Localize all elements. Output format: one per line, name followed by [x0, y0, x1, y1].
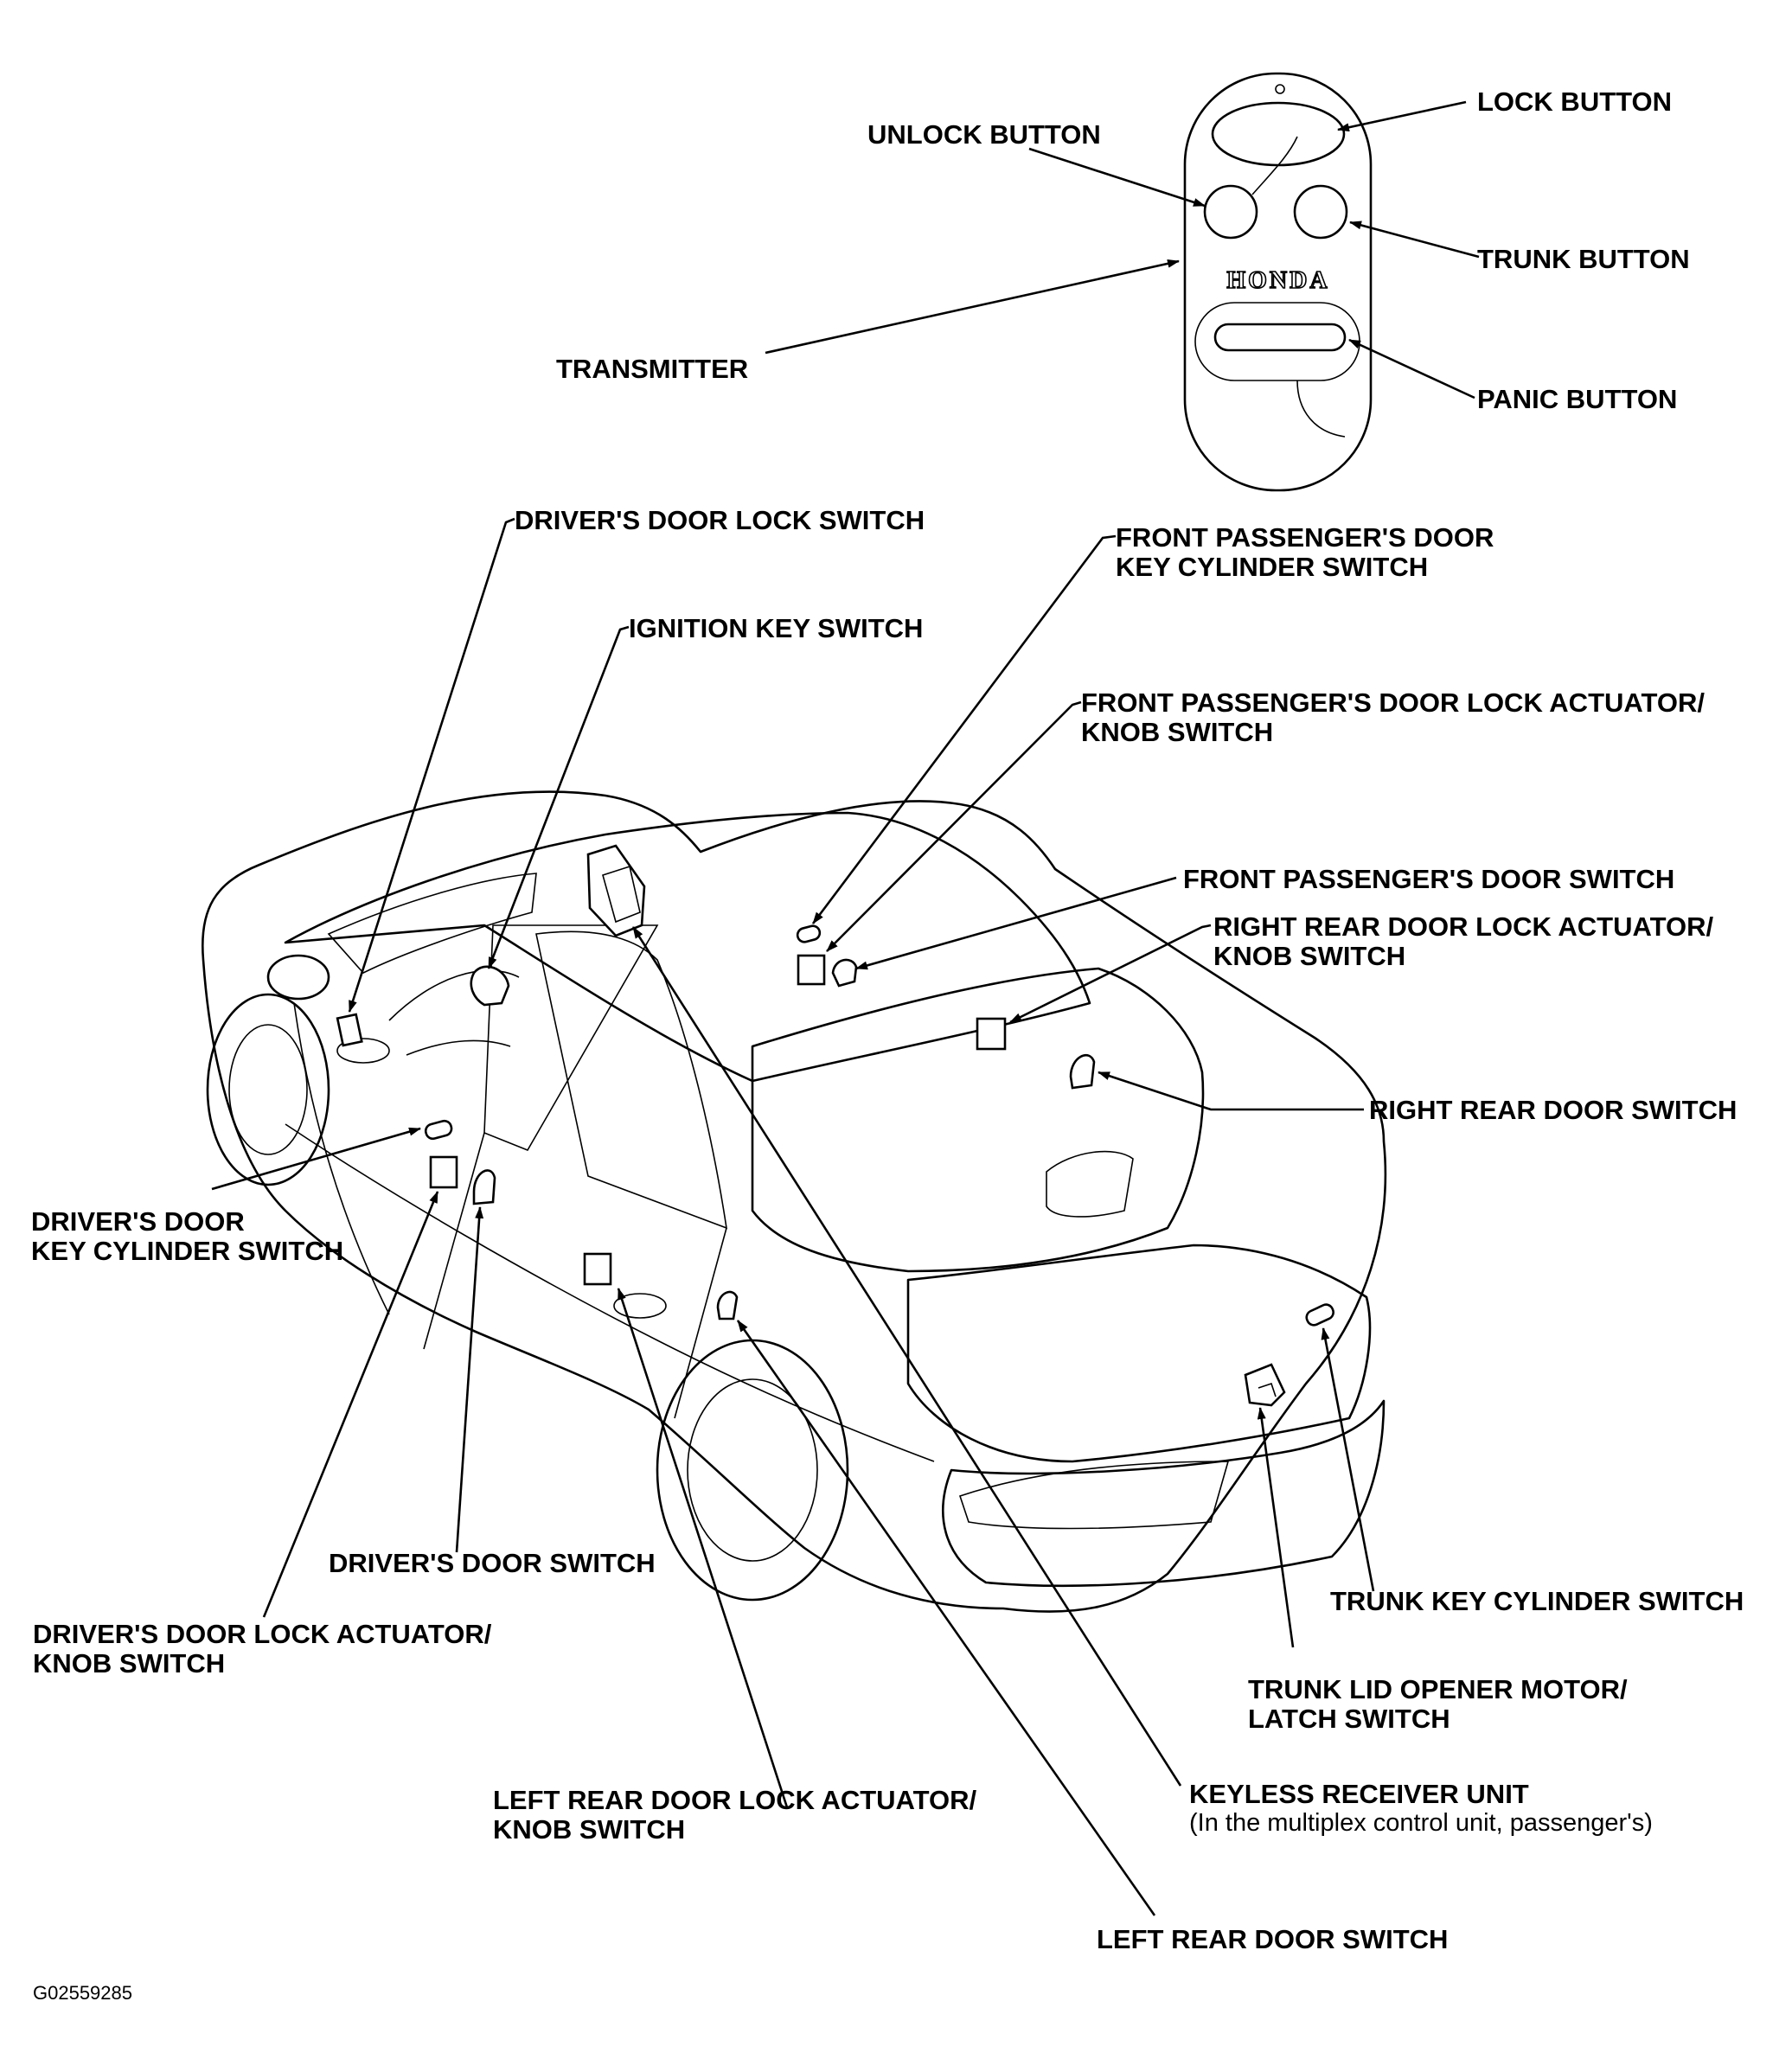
- panic-button-shape: [1213, 323, 1347, 352]
- front-passenger-actuator-label-2: KNOB SWITCH: [1081, 717, 1273, 747]
- drivers-door-switch-symbol: [472, 1169, 496, 1205]
- front-passenger-door-switch-symbol: [831, 958, 858, 988]
- lock-button-shape: [1211, 101, 1346, 167]
- drivers-door-lock-switch-label: DRIVER'S DOOR LOCK SWITCH: [515, 505, 925, 535]
- car-outline: [201, 790, 1387, 1613]
- trunk-lid-opener-symbol: [1244, 1363, 1286, 1407]
- ignition-key-switch-label: IGNITION KEY SWITCH: [629, 613, 923, 643]
- front-passenger-key-cylinder-label-1: FRONT PASSENGER'S DOOR: [1116, 522, 1494, 553]
- left-rear-actuator-label-2: KNOB SWITCH: [493, 1814, 685, 1845]
- lock-button-label: LOCK BUTTON: [1477, 86, 1672, 117]
- unlock-button-shape: [1203, 184, 1258, 240]
- drivers-actuator-label-2: KNOB SWITCH: [33, 1648, 225, 1679]
- panic-button-label: PANIC BUTTON: [1477, 384, 1677, 414]
- component-symbols: [336, 844, 1334, 1407]
- right-rear-actuator-label-2: KNOB SWITCH: [1213, 941, 1405, 971]
- keyless-receiver-label: KEYLESS RECEIVER UNIT: [1189, 1779, 1529, 1809]
- front-passenger-actuator-symbol: [797, 954, 826, 986]
- trunk-button-shape: [1293, 184, 1348, 240]
- transmitter-fob: HONDA: [1183, 72, 1373, 492]
- transmitter-leaders: [765, 100, 1480, 400]
- right-rear-actuator-symbol: [976, 1017, 1007, 1051]
- left-rear-door-switch-symbol: [716, 1290, 739, 1320]
- trunk-key-cylinder-symbol: [1305, 1303, 1334, 1327]
- ignition-key-switch-symbol: [470, 965, 510, 1007]
- front-passenger-key-cylinder-symbol: [796, 924, 822, 943]
- drivers-actuator-label-1: DRIVER'S DOOR LOCK ACTUATOR/: [33, 1619, 492, 1649]
- drivers-actuator-symbol: [429, 1155, 458, 1189]
- keyless-receiver-note: (In the multiplex control unit, passenge…: [1189, 1809, 1653, 1837]
- component-leaders: [211, 517, 1375, 1916]
- honda-brand: HONDA: [1226, 267, 1329, 294]
- right-rear-door-switch-label: RIGHT REAR DOOR SWITCH: [1369, 1095, 1737, 1125]
- trunk-key-cylinder-label: TRUNK KEY CYLINDER SWITCH: [1330, 1586, 1744, 1616]
- transmitter-label: TRANSMITTER: [556, 354, 748, 384]
- drivers-door-switch-label: DRIVER'S DOOR SWITCH: [329, 1548, 656, 1578]
- drivers-key-cylinder-label-2: KEY CYLINDER SWITCH: [31, 1236, 343, 1266]
- right-rear-door-switch-symbol: [1069, 1053, 1096, 1090]
- front-passenger-door-switch-label: FRONT PASSENGER'S DOOR SWITCH: [1183, 864, 1674, 894]
- trunk-lid-opener-label-2: LATCH SWITCH: [1248, 1704, 1450, 1734]
- left-rear-actuator-label-1: LEFT REAR DOOR LOCK ACTUATOR/: [493, 1785, 977, 1815]
- trunk-lid-opener-label-1: TRUNK LID OPENER MOTOR/: [1248, 1674, 1628, 1704]
- left-rear-door-switch-label: LEFT REAR DOOR SWITCH: [1097, 1924, 1448, 1954]
- trunk-button-label: TRUNK BUTTON: [1477, 244, 1690, 274]
- unlock-button-label: UNLOCK BUTTON: [867, 119, 1101, 150]
- drivers-door-lock-switch-symbol: [336, 1013, 363, 1047]
- figure-code: G02559285: [33, 1982, 132, 2004]
- left-rear-actuator-symbol: [583, 1252, 612, 1286]
- front-passenger-actuator-label-1: FRONT PASSENGER'S DOOR LOCK ACTUATOR/: [1081, 687, 1705, 718]
- front-passenger-key-cylinder-label-2: KEY CYLINDER SWITCH: [1116, 552, 1428, 582]
- right-rear-actuator-label-1: RIGHT REAR DOOR LOCK ACTUATOR/: [1213, 911, 1713, 942]
- drivers-key-cylinder-label-1: DRIVER'S DOOR: [31, 1206, 245, 1237]
- drivers-key-cylinder-symbol: [424, 1119, 453, 1141]
